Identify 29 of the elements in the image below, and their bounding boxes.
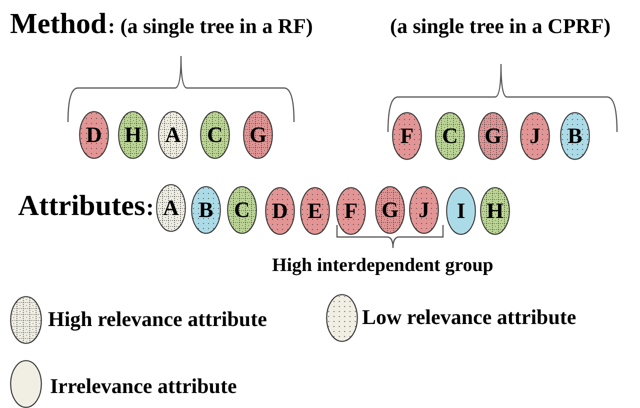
attribute-letter: D	[271, 198, 289, 224]
attribute-letter: J	[418, 197, 430, 223]
attribute-letter: F	[399, 123, 415, 149]
attribute-letter: C	[233, 197, 251, 223]
legend-label: Low relevance attribute	[362, 305, 576, 330]
attribute-letter: J	[528, 123, 542, 149]
attribute-letter: H	[123, 122, 143, 148]
attribute-letter: H	[485, 198, 505, 224]
attribute-letter: C	[206, 122, 224, 148]
attributes-heading: Attributes	[18, 190, 146, 223]
attribute-letter: G	[380, 197, 400, 223]
colon: :	[146, 194, 154, 222]
attribute-letter: B	[566, 123, 584, 149]
attribute-letter: G	[483, 123, 503, 149]
attribute-letter: B	[198, 197, 214, 223]
tree-caption: : (a single tree in a RF)	[108, 14, 313, 39]
attribute-letter: I	[456, 198, 466, 224]
attribute-letter: A	[164, 122, 182, 148]
method-heading: Method	[10, 8, 107, 41]
group-caption: High interdependent group	[272, 254, 494, 277]
legend-label: High relevance attribute	[48, 307, 267, 332]
attribute-letter: D	[85, 122, 103, 148]
attribute-letter: E	[306, 198, 324, 224]
legend-label: Irrelevance attribute	[50, 374, 237, 399]
tree-caption: (a single tree in a CPRF)	[390, 14, 611, 39]
attribute-letter: A	[162, 195, 180, 221]
attribute-letter: G	[248, 122, 268, 148]
attribute-letter: C	[441, 123, 459, 149]
attribute-letter: F	[343, 198, 359, 224]
